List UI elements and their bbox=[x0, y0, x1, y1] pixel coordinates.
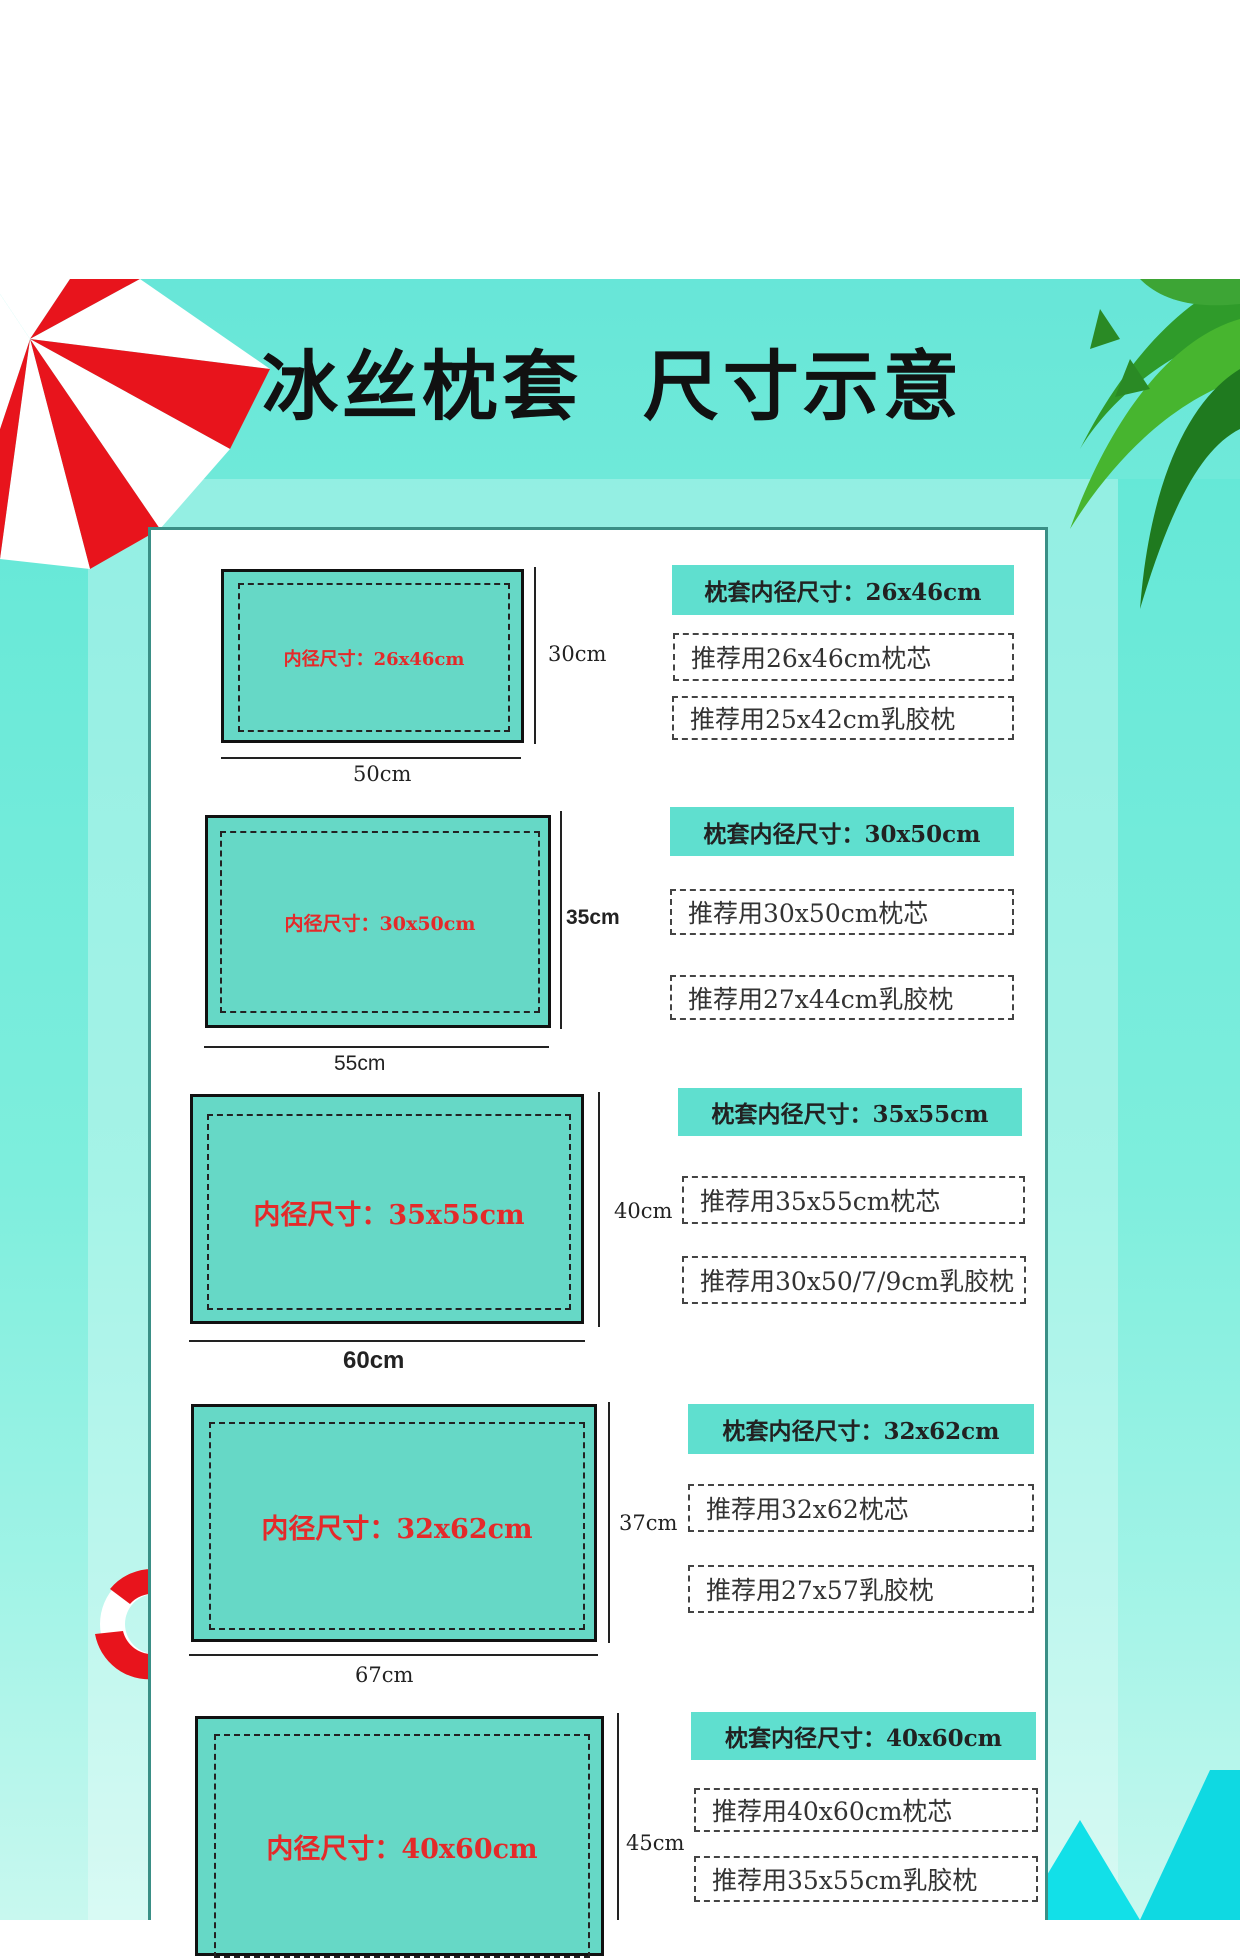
pillow-diagram-5: 内径尺寸：40x60cm bbox=[195, 1716, 604, 1958]
width-label: 67cm bbox=[355, 1663, 414, 1687]
height-dimension-line bbox=[560, 811, 562, 1029]
pillow-inner-outline: 内径尺寸：32x62cm bbox=[209, 1422, 585, 1630]
recommend-box: 推荐用27x57乳胶枕 bbox=[688, 1565, 1034, 1613]
palm-leaves-icon bbox=[1070, 279, 1240, 609]
inner-size-label: 内径尺寸：40x60cm bbox=[266, 1833, 538, 1865]
width-dimension-line bbox=[204, 1046, 549, 1048]
height-label: 45cm bbox=[626, 1831, 685, 1855]
width-label: 55cm bbox=[334, 1052, 386, 1075]
width-label: 60cm bbox=[343, 1347, 405, 1374]
height-label: 37cm bbox=[619, 1511, 678, 1535]
sail-decoration-icon bbox=[1020, 1770, 1240, 1920]
pillow-diagram-2: 内径尺寸：30x50cm bbox=[205, 815, 551, 1028]
spec-badge: 枕套内径尺寸：40x60cm bbox=[691, 1712, 1036, 1760]
height-label: 40cm bbox=[614, 1199, 673, 1223]
height-dimension-line bbox=[534, 567, 536, 744]
recommend-box: 推荐用26x46cm枕芯 bbox=[673, 633, 1014, 681]
width-dimension-line bbox=[221, 757, 521, 759]
height-label: 35cm bbox=[566, 906, 620, 929]
pillow-inner-outline: 内径尺寸：40x60cm bbox=[214, 1734, 590, 1958]
height-label: 30cm bbox=[548, 642, 607, 666]
recommend-box: 推荐用35x55cm乳胶枕 bbox=[694, 1856, 1038, 1902]
page-title: 冰丝枕套 尺寸示意 bbox=[262, 342, 963, 431]
inner-size-label: 内径尺寸：30x50cm bbox=[284, 912, 476, 935]
pillow-diagram-3: 内径尺寸：35x55cm bbox=[190, 1094, 584, 1324]
recommend-box: 推荐用27x44cm乳胶枕 bbox=[670, 975, 1014, 1020]
inner-size-label: 内径尺寸：35x55cm bbox=[253, 1199, 525, 1231]
spec-badge: 枕套内径尺寸：26x46cm bbox=[672, 565, 1014, 615]
recommend-box: 推荐用30x50/7/9cm乳胶枕 bbox=[682, 1256, 1026, 1304]
pillow-inner-outline: 内径尺寸：35x55cm bbox=[207, 1114, 571, 1310]
recommend-box: 推荐用40x60cm枕芯 bbox=[694, 1788, 1038, 1832]
inner-size-label: 内径尺寸：32x62cm bbox=[261, 1513, 533, 1545]
pillow-diagram-1: 内径尺寸：26x46cm bbox=[221, 569, 524, 743]
height-dimension-line bbox=[617, 1713, 619, 1920]
life-ring-icon bbox=[95, 1568, 155, 1680]
recommend-box: 推荐用25x42cm乳胶枕 bbox=[672, 696, 1014, 740]
spec-badge: 枕套内径尺寸：32x62cm bbox=[688, 1404, 1034, 1454]
height-dimension-line bbox=[598, 1092, 600, 1327]
recommend-box: 推荐用32x62枕芯 bbox=[688, 1484, 1034, 1532]
height-dimension-line bbox=[608, 1402, 610, 1643]
width-dimension-line bbox=[189, 1340, 585, 1342]
spec-badge: 枕套内径尺寸：35x55cm bbox=[678, 1088, 1022, 1136]
spec-badge: 枕套内径尺寸：30x50cm bbox=[670, 807, 1014, 856]
width-dimension-line bbox=[189, 1654, 598, 1656]
pillow-inner-outline: 内径尺寸：26x46cm bbox=[238, 583, 510, 732]
pillow-diagram-4: 内径尺寸：32x62cm bbox=[191, 1404, 597, 1642]
width-label: 50cm bbox=[353, 762, 412, 786]
recommend-box: 推荐用35x55cm枕芯 bbox=[682, 1176, 1025, 1224]
pillow-inner-outline: 内径尺寸：30x50cm bbox=[220, 831, 540, 1013]
recommend-box: 推荐用30x50cm枕芯 bbox=[670, 889, 1014, 935]
inner-size-label: 内径尺寸：26x46cm bbox=[283, 648, 465, 670]
beach-umbrella-icon bbox=[0, 279, 270, 569]
